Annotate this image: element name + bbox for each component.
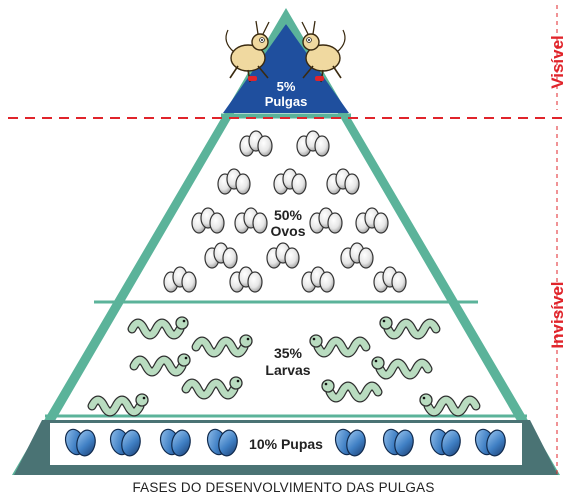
invisible-side-label: Invisível: [548, 281, 567, 349]
pupa-icon: [206, 428, 238, 457]
larvae-percent-label: 35%: [274, 345, 303, 361]
larva-icon: [181, 376, 243, 400]
larva-icon: [87, 393, 149, 417]
egg-cluster-icon: [217, 168, 251, 195]
egg-cluster-icon: [309, 207, 343, 234]
pupa-icon: [64, 428, 96, 457]
larvae-name-label: Larvas: [265, 362, 310, 378]
pupa-icon: [382, 428, 414, 457]
diagram-caption: FASES DO DESENVOLVIMENTO DAS PULGAS: [132, 480, 435, 495]
larva-icon: [127, 316, 189, 340]
flea-icon: [301, 20, 346, 83]
egg-cluster-icon: [191, 207, 225, 234]
eggs-percent-label: 50%: [274, 207, 303, 223]
egg-cluster-icon: [239, 130, 273, 157]
pupa-icon: [109, 428, 141, 457]
egg-cluster-icon: [326, 168, 360, 195]
eggs-name-label: Ovos: [270, 223, 305, 239]
larva-icon: [191, 334, 253, 358]
pupa-icon: [159, 428, 191, 457]
pupae-label: 10% Pupas: [249, 436, 323, 452]
egg-cluster-icon: [273, 168, 307, 195]
larva-icon: [309, 334, 371, 358]
adult-percent-label: 5%: [277, 79, 296, 94]
egg-cluster-icon: [373, 266, 407, 293]
egg-cluster-icon: [355, 207, 389, 234]
egg-cluster-icon: [204, 242, 238, 269]
egg-cluster-icon: [301, 266, 335, 293]
pupa-icon: [334, 428, 366, 457]
adult-flea-section: [223, 24, 349, 113]
egg-cluster-icon: [163, 266, 197, 293]
larva-icon: [371, 356, 433, 380]
pupa-icon: [474, 428, 506, 457]
pyramid-interior: [31, 24, 541, 462]
egg-cluster-icon: [340, 242, 374, 269]
larva-icon: [419, 393, 481, 417]
egg-cluster-icon: [234, 207, 268, 234]
larva-icon: [321, 379, 383, 403]
larva-icon: [129, 353, 191, 377]
visible-side-label: Visível: [548, 35, 567, 89]
egg-cluster-icon: [266, 242, 300, 269]
flea-icon: [225, 20, 270, 83]
pupa-icon: [429, 428, 461, 457]
adult-name-label: Pulgas: [265, 94, 308, 109]
egg-cluster-icon: [296, 130, 330, 157]
egg-cluster-icon: [229, 266, 263, 293]
larva-icon: [379, 316, 441, 340]
